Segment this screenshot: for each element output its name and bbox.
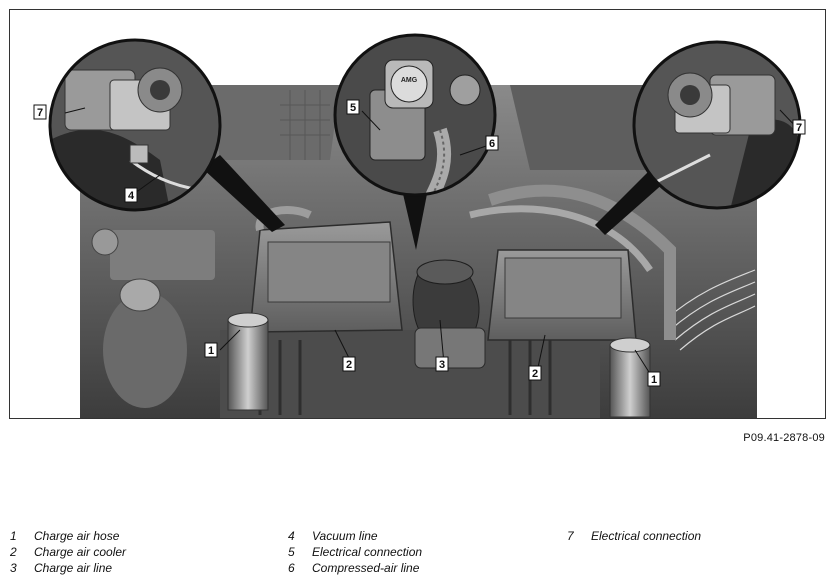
legend-label: Electrical connection: [591, 529, 702, 543]
legend-label: Vacuum line: [312, 529, 378, 543]
svg-text:3: 3: [439, 359, 445, 371]
legend-number: 1: [10, 529, 17, 543]
callout-3: 3: [435, 356, 449, 372]
svg-text:2: 2: [532, 368, 538, 380]
zoom-detail-center: AMG: [333, 33, 497, 197]
legend-item: 7 Electrical connection: [567, 529, 701, 543]
svg-text:6: 6: [489, 138, 495, 150]
svg-text:2: 2: [346, 359, 352, 371]
svg-text:4: 4: [128, 190, 135, 202]
callout-1-right: 1: [647, 371, 661, 387]
legend-number: 7: [567, 529, 574, 543]
legend-item: 3 Charge air line: [10, 561, 112, 575]
legend-number: 2: [10, 545, 17, 559]
charge-air-cooler-right: [487, 249, 637, 341]
legend-number: 3: [10, 561, 17, 575]
callout-7-left: 7: [33, 104, 47, 120]
zoom-detail-right: [632, 40, 802, 210]
zoom-pointer-left: [202, 155, 285, 232]
legend-number: 6: [288, 561, 295, 575]
callout-5: 5: [346, 99, 360, 115]
legend-item: 5 Electrical connection: [288, 545, 422, 559]
legend-item: 6 Compressed-air line: [288, 561, 419, 575]
legend-item: 2 Charge air cooler: [10, 545, 126, 559]
charge-air-hose-left: [227, 312, 269, 411]
svg-text:1: 1: [208, 345, 214, 357]
legend-label: Compressed-air line: [312, 561, 420, 575]
engine-illustration: AMG: [33, 33, 806, 418]
zoom-pointer-right: [595, 170, 665, 235]
svg-text:7: 7: [37, 107, 43, 119]
callout-2-left: 2: [342, 356, 356, 372]
legend-label: Charge air hose: [34, 529, 120, 543]
legend-label: Charge air cooler: [34, 545, 127, 559]
zoom-pointer-center: [403, 194, 427, 250]
svg-text:1: 1: [651, 374, 657, 386]
callout-7-right: 7: [792, 119, 806, 135]
charge-air-hose-right: [609, 337, 651, 418]
legend-label: Electrical connection: [312, 545, 423, 559]
legend-item: 1 Charge air hose: [10, 529, 119, 543]
svg-text:7: 7: [796, 122, 802, 134]
legend-number: 4: [288, 529, 295, 543]
callout-4: 4: [124, 187, 138, 203]
legend-item: 4 Vacuum line: [288, 529, 378, 543]
callout-6: 6: [485, 135, 499, 151]
charge-air-cooler-left: [249, 206, 403, 333]
legend: 1 Charge air hose 2 Charge air cooler 3 Cha…: [0, 525, 837, 583]
svg-text:5: 5: [350, 102, 356, 114]
sensor-brand-mark: AMG: [401, 77, 418, 84]
charge-air-line: [412, 259, 486, 369]
legend-number: 5: [288, 545, 295, 559]
legend-label: Charge air line: [34, 561, 113, 575]
callout-2-right: 2: [528, 365, 542, 381]
figure-frame: AMG: [9, 9, 826, 419]
zoom-detail-left: [48, 38, 222, 212]
figure-reference-code: P09.41-2878-09: [743, 432, 825, 444]
callout-1-left: 1: [204, 342, 218, 358]
